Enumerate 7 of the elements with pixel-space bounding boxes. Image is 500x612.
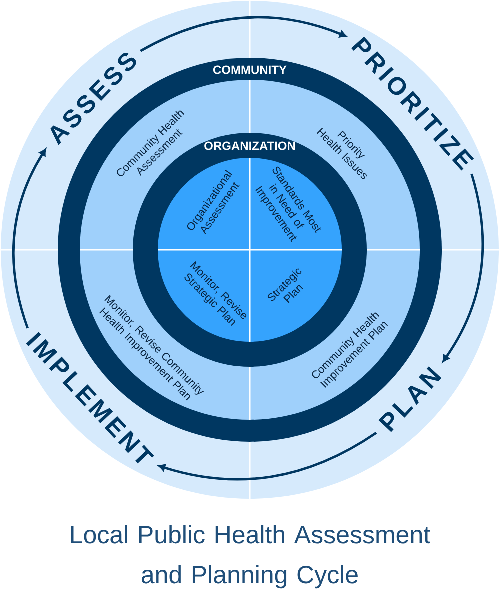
cycle-arrow (140, 16, 347, 52)
ring-label: COMMUNITY (214, 66, 287, 74)
cycle-arrow (158, 432, 378, 481)
cycle-arrow (442, 174, 484, 362)
ring-label: ORGANIZATION (204, 142, 296, 150)
cycle-arrow (12, 148, 46, 329)
caption: Local Public Health Assessment and Planning Cycle (71, 525, 430, 589)
